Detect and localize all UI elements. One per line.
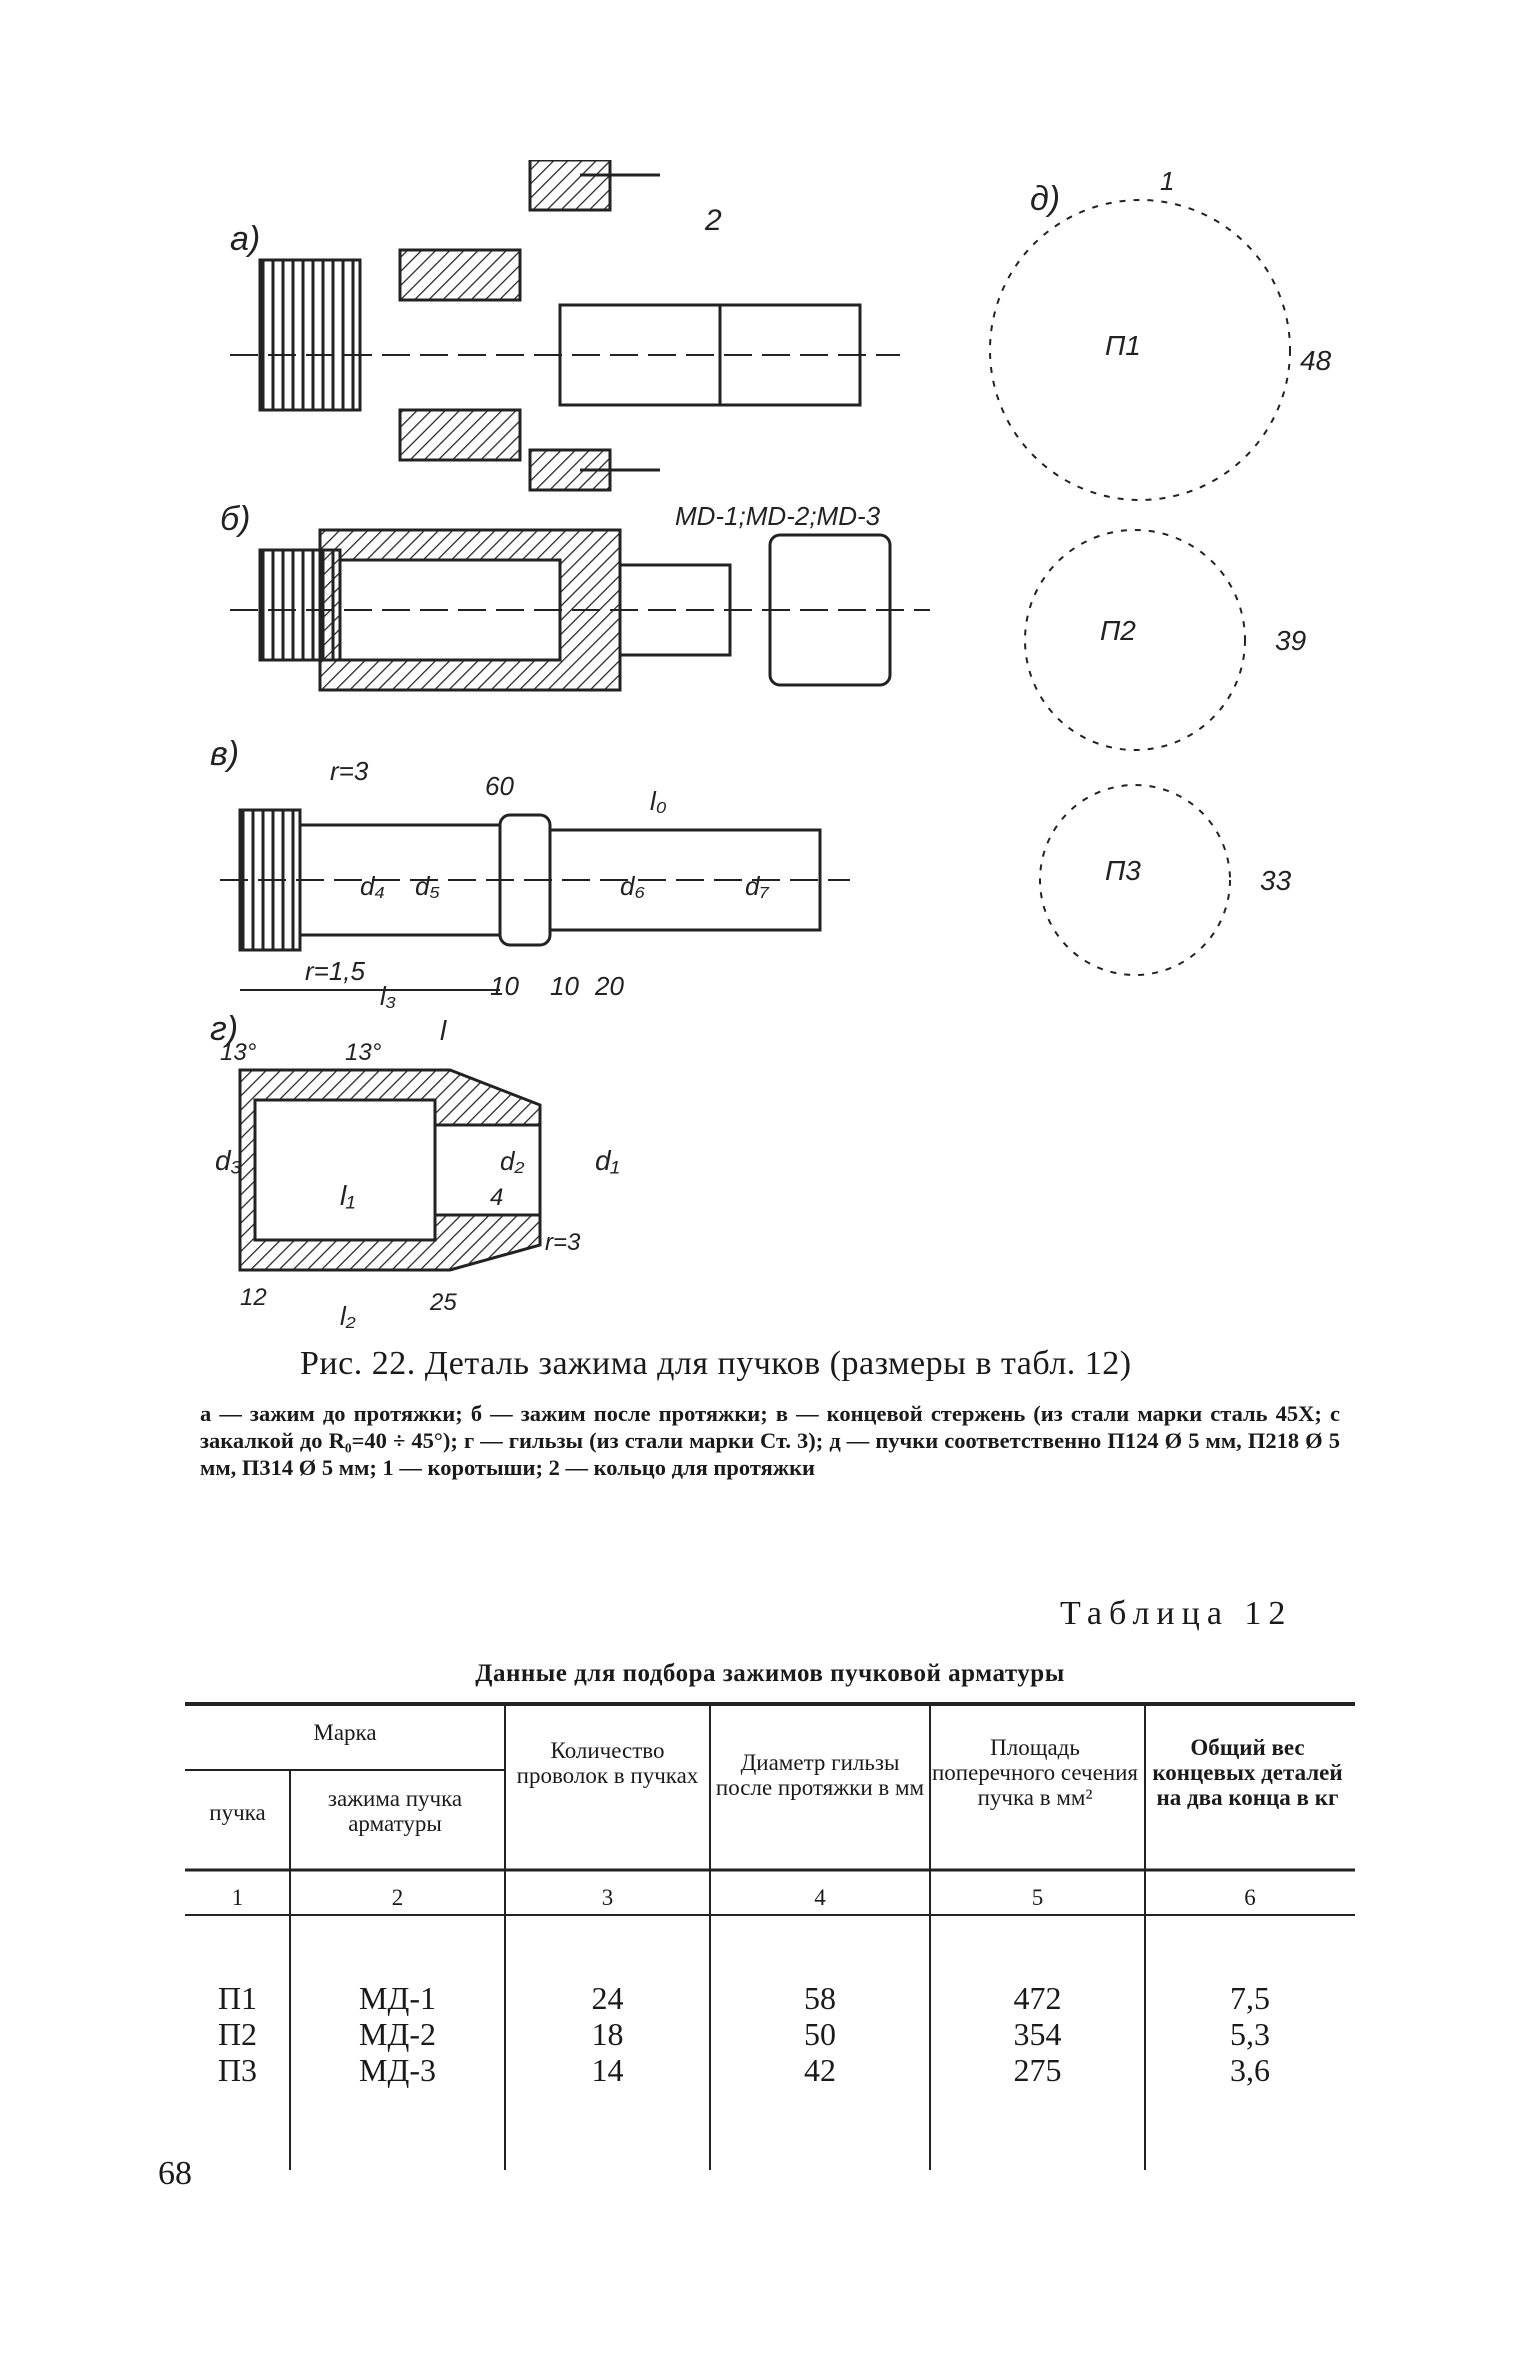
header-marka: Марка xyxy=(313,1720,377,1745)
bundle-p1-ring xyxy=(989,199,1291,501)
bundle-p1-label: П1 xyxy=(1105,330,1141,361)
table-cell: 5,3 xyxy=(1230,2016,1270,2052)
sleeve-g-neck xyxy=(433,1123,542,1217)
table-title: Данные для подбора зажимов пучковой арма… xyxy=(475,1660,1065,1687)
dim-r15: r=1,5 xyxy=(305,956,366,986)
col-number-3: 3 xyxy=(601,1885,614,1910)
figure-caption-title: Рис. 22. Деталь зажима для пучков (разме… xyxy=(300,1345,1132,1382)
label-d: д) xyxy=(1030,180,1060,218)
dim-d6: d₆ xyxy=(620,871,645,901)
table-cell: МД-3 xyxy=(359,2052,436,2088)
header-clamp: зажима пучка арматуры xyxy=(327,1786,463,1836)
dim-d1: d₁ xyxy=(595,1145,620,1176)
dim-d4: d₄ xyxy=(360,871,385,901)
col-number-1: 1 xyxy=(231,1885,244,1910)
table-cell: П3 xyxy=(217,2052,258,2088)
header-diameter: Диаметр гильзы после протяжки в мм xyxy=(715,1750,925,1800)
table-cell: 354 xyxy=(1013,2016,1062,2052)
label-b: б) xyxy=(220,500,250,538)
dim-d2: d₂ xyxy=(500,1146,524,1176)
dim-l0: l₀ xyxy=(650,786,667,816)
col-number-6: 6 xyxy=(1244,1885,1256,1910)
table-cell: 275 xyxy=(1013,2052,1062,2088)
bundle-p2-label: П2 xyxy=(1100,615,1136,646)
sleeve-g-bore xyxy=(253,1098,437,1242)
table-cell: 18 xyxy=(591,2016,624,2052)
table-cell: 24 xyxy=(591,1980,624,2016)
table-cell: П2 xyxy=(217,2016,258,2052)
wire-bundle-a xyxy=(258,258,362,412)
col-number-2: 2 xyxy=(391,1885,404,1910)
table-cell: МД-2 xyxy=(359,2016,436,2052)
bundle-p3-label: П3 xyxy=(1105,855,1141,886)
col-number-4: 4 xyxy=(814,1885,826,1910)
dim-25: 25 xyxy=(429,1289,457,1316)
sleeve-bottom-a xyxy=(398,408,522,462)
dim-angle13a: 13° xyxy=(220,1039,257,1066)
table-cell: П1 xyxy=(217,1980,258,2016)
table-cell: 14 xyxy=(591,2052,624,2088)
dim-d7: d₇ xyxy=(745,871,769,901)
col-number-5: 5 xyxy=(1031,1885,1044,1910)
table-label: Таблица 12 xyxy=(1060,1595,1293,1632)
dim-l: l xyxy=(440,1015,447,1046)
sleeve-b-bore xyxy=(338,558,562,662)
bundle-p3-height: 33 xyxy=(1260,865,1292,896)
label-v: в) xyxy=(210,735,239,773)
dim-l2: l₂ xyxy=(340,1301,356,1331)
table-cell: 3,6 xyxy=(1230,2052,1270,2088)
dim-10a: 10 xyxy=(490,971,519,1001)
header-weight: Общий вес концевых деталей на два конца … xyxy=(1152,1735,1343,1810)
figure-caption-text: а — зажим до протяжки; б — зажим после п… xyxy=(200,1401,1340,1480)
ring-mark-2: 2 xyxy=(704,204,722,237)
dim-20: 20 xyxy=(594,971,624,1001)
header-area: Площадь поперечного сечения пучка в мм² xyxy=(931,1735,1139,1810)
dim-angle13b: 13° xyxy=(345,1039,382,1066)
dim-12: 12 xyxy=(240,1284,267,1311)
label-a: а) xyxy=(230,220,260,258)
table-cell: 7,5 xyxy=(1230,1980,1270,2016)
page-number: 68 xyxy=(158,2155,192,2192)
table-cell: 50 xyxy=(804,2016,836,2052)
table-cell: 42 xyxy=(804,2052,836,2088)
table-cell: МД-1 xyxy=(359,1980,436,2016)
bundle-p1-height: 48 xyxy=(1300,345,1332,376)
bundle-p3-ring xyxy=(1039,784,1231,976)
dim-10b: 10 xyxy=(550,971,579,1001)
dim-d3: d₃ xyxy=(215,1145,242,1176)
dim-4: 4 xyxy=(490,1184,503,1211)
table-cell: 58 xyxy=(804,1980,836,2016)
header-count: Количество проволок в пучках xyxy=(516,1738,699,1788)
sleeve-marks: MD-1;MD-2;MD-3 xyxy=(675,501,881,531)
label-g: г) xyxy=(210,1010,238,1048)
clamp-detail-figure: а) 2 б) MD-1;MD-2;MD-3 в) r=3 60 l₀ r=1,… xyxy=(200,160,1332,1331)
dim-d5: d₅ xyxy=(415,871,440,901)
drawing-ring-top xyxy=(528,160,612,212)
dim-l1: l₁ xyxy=(340,1180,355,1211)
bundle-p2-ring xyxy=(1024,529,1246,751)
bundle-p2-height: 39 xyxy=(1275,625,1306,656)
sleeve-top-a xyxy=(398,248,522,302)
header-bundle: пучка xyxy=(209,1800,266,1825)
dim-r3: r=3 xyxy=(330,756,369,786)
dim-angle60: 60 xyxy=(485,771,514,801)
table-rules xyxy=(185,1702,1355,2170)
short-rod-mark: 1 xyxy=(1160,166,1174,196)
dim-l3: l₃ xyxy=(380,981,396,1011)
dim-r3b: r=3 xyxy=(545,1229,581,1256)
table-cell: 472 xyxy=(1013,1980,1062,2016)
